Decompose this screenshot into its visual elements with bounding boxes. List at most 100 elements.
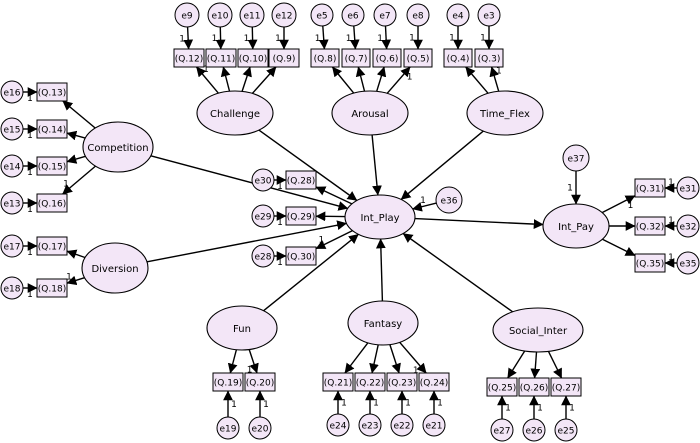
loading-Challenge-to-Q10 [241, 66, 252, 92]
error-label-e6: e6 [347, 12, 359, 22]
loading-Fun-to-Q20 [248, 349, 259, 374]
indicator-label-q31: (Q.31) [636, 185, 664, 195]
latent-label-challenge: Challenge [210, 109, 260, 120]
loading-Time_Flex-to-Q3 [489, 66, 500, 92]
path-Social_Inter-to-Int_Play [402, 232, 514, 313]
error-e12 [271, 2, 297, 28]
indicator-q7 [341, 48, 371, 68]
indicator-q29 [285, 206, 317, 226]
loading-Social_Inter-to-Q26 [530, 351, 541, 379]
error-path-e7-to-Q6-weight-label: 1 [377, 34, 383, 44]
path-Fantasy-to-Int_Play [375, 238, 386, 302]
latent-label-fun: Fun [233, 324, 251, 335]
error-path-e10-to-Q11 [215, 26, 226, 50]
indicator-label-q3: (Q.3) [478, 55, 501, 65]
error-e10 [207, 2, 233, 28]
error-e18 [0, 276, 24, 300]
loading-Int_Play-to-Q30 [315, 229, 353, 250]
loading-Fun-to-Q19 [227, 349, 238, 374]
error-path-e11-to-Q10 [247, 26, 258, 50]
indicator-label-q6: (Q.6) [376, 55, 399, 65]
indicator-label-q21: (Q.21) [324, 379, 352, 389]
error-e11 [239, 2, 265, 28]
latent-social-inter [492, 307, 584, 353]
error-path-e6-to-Q7 [349, 25, 360, 50]
error-path-e12-to-Q9-weight-label: 1 [275, 34, 281, 44]
error-path-e17-to-Q17-weight-label: 1 [27, 248, 33, 258]
error-label-e28: e28 [255, 253, 272, 263]
error-label-e24: e24 [330, 422, 347, 432]
latent-label-fantasy: Fantasy [364, 319, 403, 330]
error-path-e15-to-Q14-weight-label: 1 [27, 131, 33, 141]
latent-time-flex [466, 90, 544, 136]
error-path-e5-to-Q8-weight-label: 1 [315, 34, 321, 44]
loading-Diversion-to-Q18 [66, 275, 85, 286]
error-label-e35: e35 [680, 260, 697, 270]
error-label-e25: e25 [558, 427, 575, 437]
loading-Competition-to-Q13 [62, 100, 96, 129]
indicator-label-q12: (Q.12) [175, 55, 203, 65]
error-e3 [477, 3, 501, 27]
indicator-q18 [36, 278, 68, 298]
indicator-q24 [418, 372, 450, 392]
error-path-e35-to-Q35-weight-label: 1 [668, 253, 674, 263]
indicator-q35 [634, 253, 666, 273]
error-path-e21-to-Q24-weight-label: 1 [437, 399, 443, 409]
loading-Fantasy-to-Q24-weight-label: 1 [413, 366, 419, 376]
indicator-label-q10: (Q.10) [239, 55, 267, 65]
indicator-q10 [237, 48, 269, 68]
latent-label-int-pay: Int_Pay [558, 222, 594, 233]
indicator-q4 [443, 48, 473, 68]
error-label-e17: e17 [4, 243, 21, 253]
latent-competition [82, 121, 154, 173]
error-path-e32-to-Q32-weight-label: 1 [668, 216, 674, 226]
indicator-q23 [386, 372, 418, 392]
latent-label-int-play: Int_Play [360, 213, 399, 224]
loading-Arousal-to-Q5-weight-label: 1 [407, 73, 413, 83]
error-e30 [251, 168, 275, 192]
error-e6 [341, 3, 365, 27]
loading-Social_Inter-to-Q25 [507, 350, 526, 379]
error-label-e29: e29 [255, 213, 272, 223]
indicator-q6 [372, 48, 402, 68]
error-e32 [676, 214, 700, 238]
error-label-e7: e7 [379, 12, 390, 22]
indicator-label-q8: (Q.8) [314, 55, 337, 65]
error-e9 [174, 2, 200, 28]
error-label-e21: e21 [426, 422, 443, 432]
error-e7 [373, 3, 397, 27]
loading-Fantasy-to-Q22 [369, 344, 379, 374]
indicator-label-q15: (Q.15) [38, 163, 66, 173]
error-path-e28-to-Q30-weight-label: 1 [277, 258, 283, 268]
error-e27 [490, 418, 514, 442]
loading-Diversion-to-Q18-weight-label: 1 [66, 272, 72, 282]
loading-Competition-to-Q14 [66, 130, 86, 141]
error-e36 [435, 186, 463, 214]
loading-Fun-to-Q20-weight-label: 1 [247, 366, 253, 376]
indicator-label-q20: (Q.20) [246, 379, 274, 389]
error-label-e15: e15 [4, 126, 21, 136]
error-e23 [358, 413, 382, 437]
indicator-q3 [474, 48, 504, 68]
indicator-q30 [285, 246, 317, 266]
error-label-e23: e23 [362, 422, 379, 432]
indicator-label-q13: (Q.13) [38, 89, 66, 99]
error-label-e12: e12 [276, 12, 293, 22]
loading-Fantasy-to-Q21 [344, 342, 369, 374]
loading-Challenge-to-Q12 [195, 66, 219, 94]
error-label-e5: e5 [316, 12, 327, 22]
indicator-label-q24: (Q.24) [420, 379, 448, 389]
latent-label-competition: Competition [87, 143, 148, 154]
indicator-q28 [285, 170, 317, 190]
error-path-e3-to-Q3-weight-label: 1 [480, 34, 486, 44]
error-e19 [216, 416, 240, 440]
indicator-label-q22: (Q.22) [356, 379, 384, 389]
error-e5 [310, 3, 334, 27]
error-path-e29-to-Q29-weight-label: 1 [277, 218, 283, 228]
loading-Arousal-to-Q8 [331, 66, 355, 94]
latent-fun [206, 305, 278, 351]
error-e35 [676, 251, 700, 275]
path-Fun-to-Int_Play [263, 233, 359, 312]
